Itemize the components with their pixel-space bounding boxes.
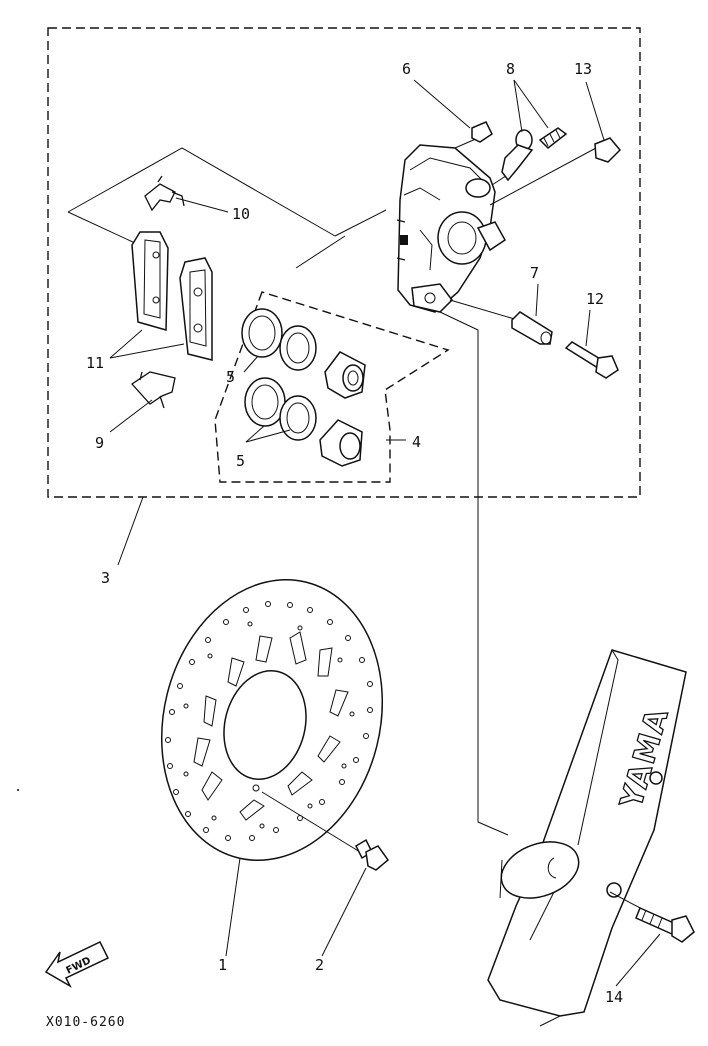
caliper-body bbox=[396, 144, 506, 313]
disc-vents bbox=[193, 631, 349, 821]
callout-9: 9 bbox=[95, 434, 104, 452]
bleed-screw-8 bbox=[501, 127, 568, 182]
disc-bolt-2 bbox=[261, 791, 390, 871]
cap-13 bbox=[594, 137, 622, 163]
callout-4: 4 bbox=[412, 433, 421, 451]
callout-2: 2 bbox=[315, 956, 324, 974]
diagram-code: X010-6260 bbox=[46, 1015, 125, 1030]
bolt-12 bbox=[564, 341, 619, 379]
brake-pad-inner bbox=[131, 231, 169, 331]
callout-5-upper: 5 bbox=[226, 368, 235, 386]
callout-12: 12 bbox=[586, 290, 604, 308]
fork-bolt-14 bbox=[609, 891, 695, 943]
pad-group-outline bbox=[67, 147, 387, 269]
fwd-arrow: FWD bbox=[44, 941, 110, 988]
brake-disc bbox=[160, 579, 384, 861]
brake-pad-outer bbox=[179, 257, 213, 361]
seal-kit-box bbox=[214, 291, 450, 483]
cap-6 bbox=[471, 121, 493, 143]
callout-10: 10 bbox=[232, 205, 250, 223]
callout-1: 1 bbox=[218, 956, 227, 974]
piston-seal-set bbox=[241, 308, 317, 441]
callout-7: 7 bbox=[530, 264, 539, 282]
pad-spring-10 bbox=[144, 175, 185, 212]
front-fork: YAMA bbox=[487, 649, 687, 1027]
pistons bbox=[319, 351, 366, 467]
callout-5-lower: 5 bbox=[236, 452, 245, 470]
callout-leaders bbox=[109, 79, 661, 987]
callout-8: 8 bbox=[506, 60, 515, 78]
slide-pin-7 bbox=[511, 311, 553, 345]
callout-labels: 6 8 13 10 11 9 7 12 5 5 4 3 1 2 14 bbox=[86, 60, 623, 1006]
callout-11: 11 bbox=[86, 354, 104, 372]
callout-13: 13 bbox=[574, 60, 592, 78]
callout-6: 6 bbox=[402, 60, 411, 78]
caliper-assembly-box bbox=[47, 27, 641, 498]
pad-spring-9 bbox=[131, 371, 176, 409]
callout-3: 3 bbox=[101, 569, 110, 587]
caliper-leader-lines bbox=[439, 137, 597, 836]
callout-14: 14 bbox=[605, 988, 623, 1006]
